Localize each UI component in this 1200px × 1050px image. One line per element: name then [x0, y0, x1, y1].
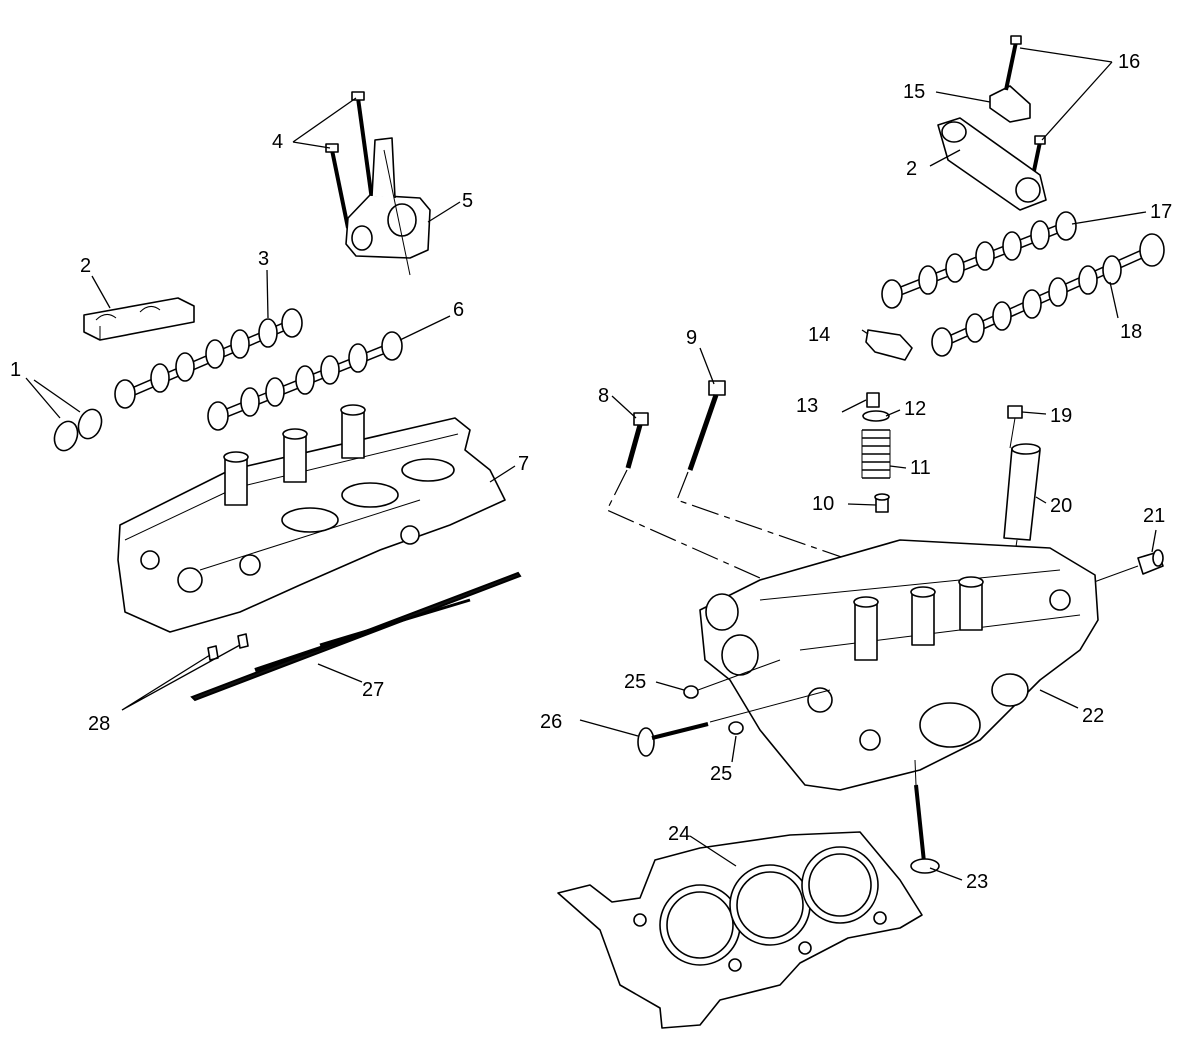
callout-10: 10 — [812, 493, 834, 515]
camshaft-left-intake — [114, 308, 303, 409]
hydraulic-lash-adjuster — [1003, 417, 1041, 601]
callout-12: 12 — [904, 398, 926, 420]
head-bolt-short — [606, 412, 863, 641]
cylinder-head-gasket — [557, 831, 923, 1029]
exhaust-valve — [910, 759, 940, 874]
camshaft-bearing-cap-left — [83, 297, 195, 341]
callout-25-upper: 25 — [624, 671, 646, 693]
lifter-plug — [1007, 405, 1023, 419]
head-bolt-long — [676, 380, 851, 561]
callout-9: 9 — [686, 327, 697, 349]
valve-spring — [861, 429, 891, 479]
cylinder-head-left — [117, 404, 506, 633]
callout-28: 28 — [88, 713, 110, 735]
camshaft-right-exhaust — [931, 233, 1165, 357]
callout-15: 15 — [903, 81, 925, 103]
valve-seal-lower — [728, 721, 744, 735]
o-rings — [53, 408, 103, 452]
intake-valve — [637, 689, 831, 757]
callout-8: 8 — [598, 385, 609, 407]
callout-20: 20 — [1050, 495, 1072, 517]
fuel-pump-housing — [345, 137, 431, 276]
callout-17: 17 — [1150, 201, 1172, 223]
callout-2-left: 2 — [80, 255, 91, 277]
callout-11: 11 — [910, 457, 931, 479]
rocker-arm — [865, 329, 913, 361]
valve-spring-retainer — [862, 410, 890, 422]
camshaft-left-exhaust — [207, 331, 403, 431]
callout-5: 5 — [462, 190, 473, 212]
callout-2-right: 2 — [906, 158, 917, 180]
valve-seal-upper — [683, 659, 781, 699]
callout-4: 4 — [272, 131, 283, 153]
camshaft-bearing-cap-right — [937, 117, 1047, 211]
callout-6: 6 — [453, 299, 464, 321]
cylinder-head-right — [699, 539, 1099, 791]
callout-16: 16 — [1118, 51, 1140, 73]
callout-26: 26 — [540, 711, 562, 733]
callout-7: 7 — [518, 453, 529, 475]
callout-3: 3 — [258, 248, 269, 270]
callout-22: 22 — [1082, 705, 1104, 727]
cover-gasket-seal — [190, 571, 522, 702]
callout-21: 21 — [1143, 505, 1165, 527]
callout-19: 19 — [1050, 405, 1072, 427]
seal-clips — [207, 633, 249, 661]
callout-24: 24 — [668, 823, 690, 845]
callout-labels: 1 2 3 4 5 6 7 8 9 10 11 12 13 14 15 16 2… — [10, 51, 1172, 893]
bolts-left — [325, 91, 374, 229]
camshaft-right-intake — [881, 211, 1077, 309]
callout-18: 18 — [1120, 321, 1142, 343]
callout-13: 13 — [796, 395, 818, 417]
valve-keeper — [866, 392, 880, 408]
callout-14: 14 — [808, 324, 830, 346]
leader-lines — [25, 47, 1157, 881]
camshaft-bearing-cap-small — [989, 85, 1031, 123]
callout-25-lower: 25 — [710, 763, 732, 785]
callout-1: 1 — [10, 359, 21, 381]
callout-23: 23 — [966, 871, 988, 893]
callout-27: 27 — [362, 679, 384, 701]
valve-stem-seal — [874, 493, 890, 513]
